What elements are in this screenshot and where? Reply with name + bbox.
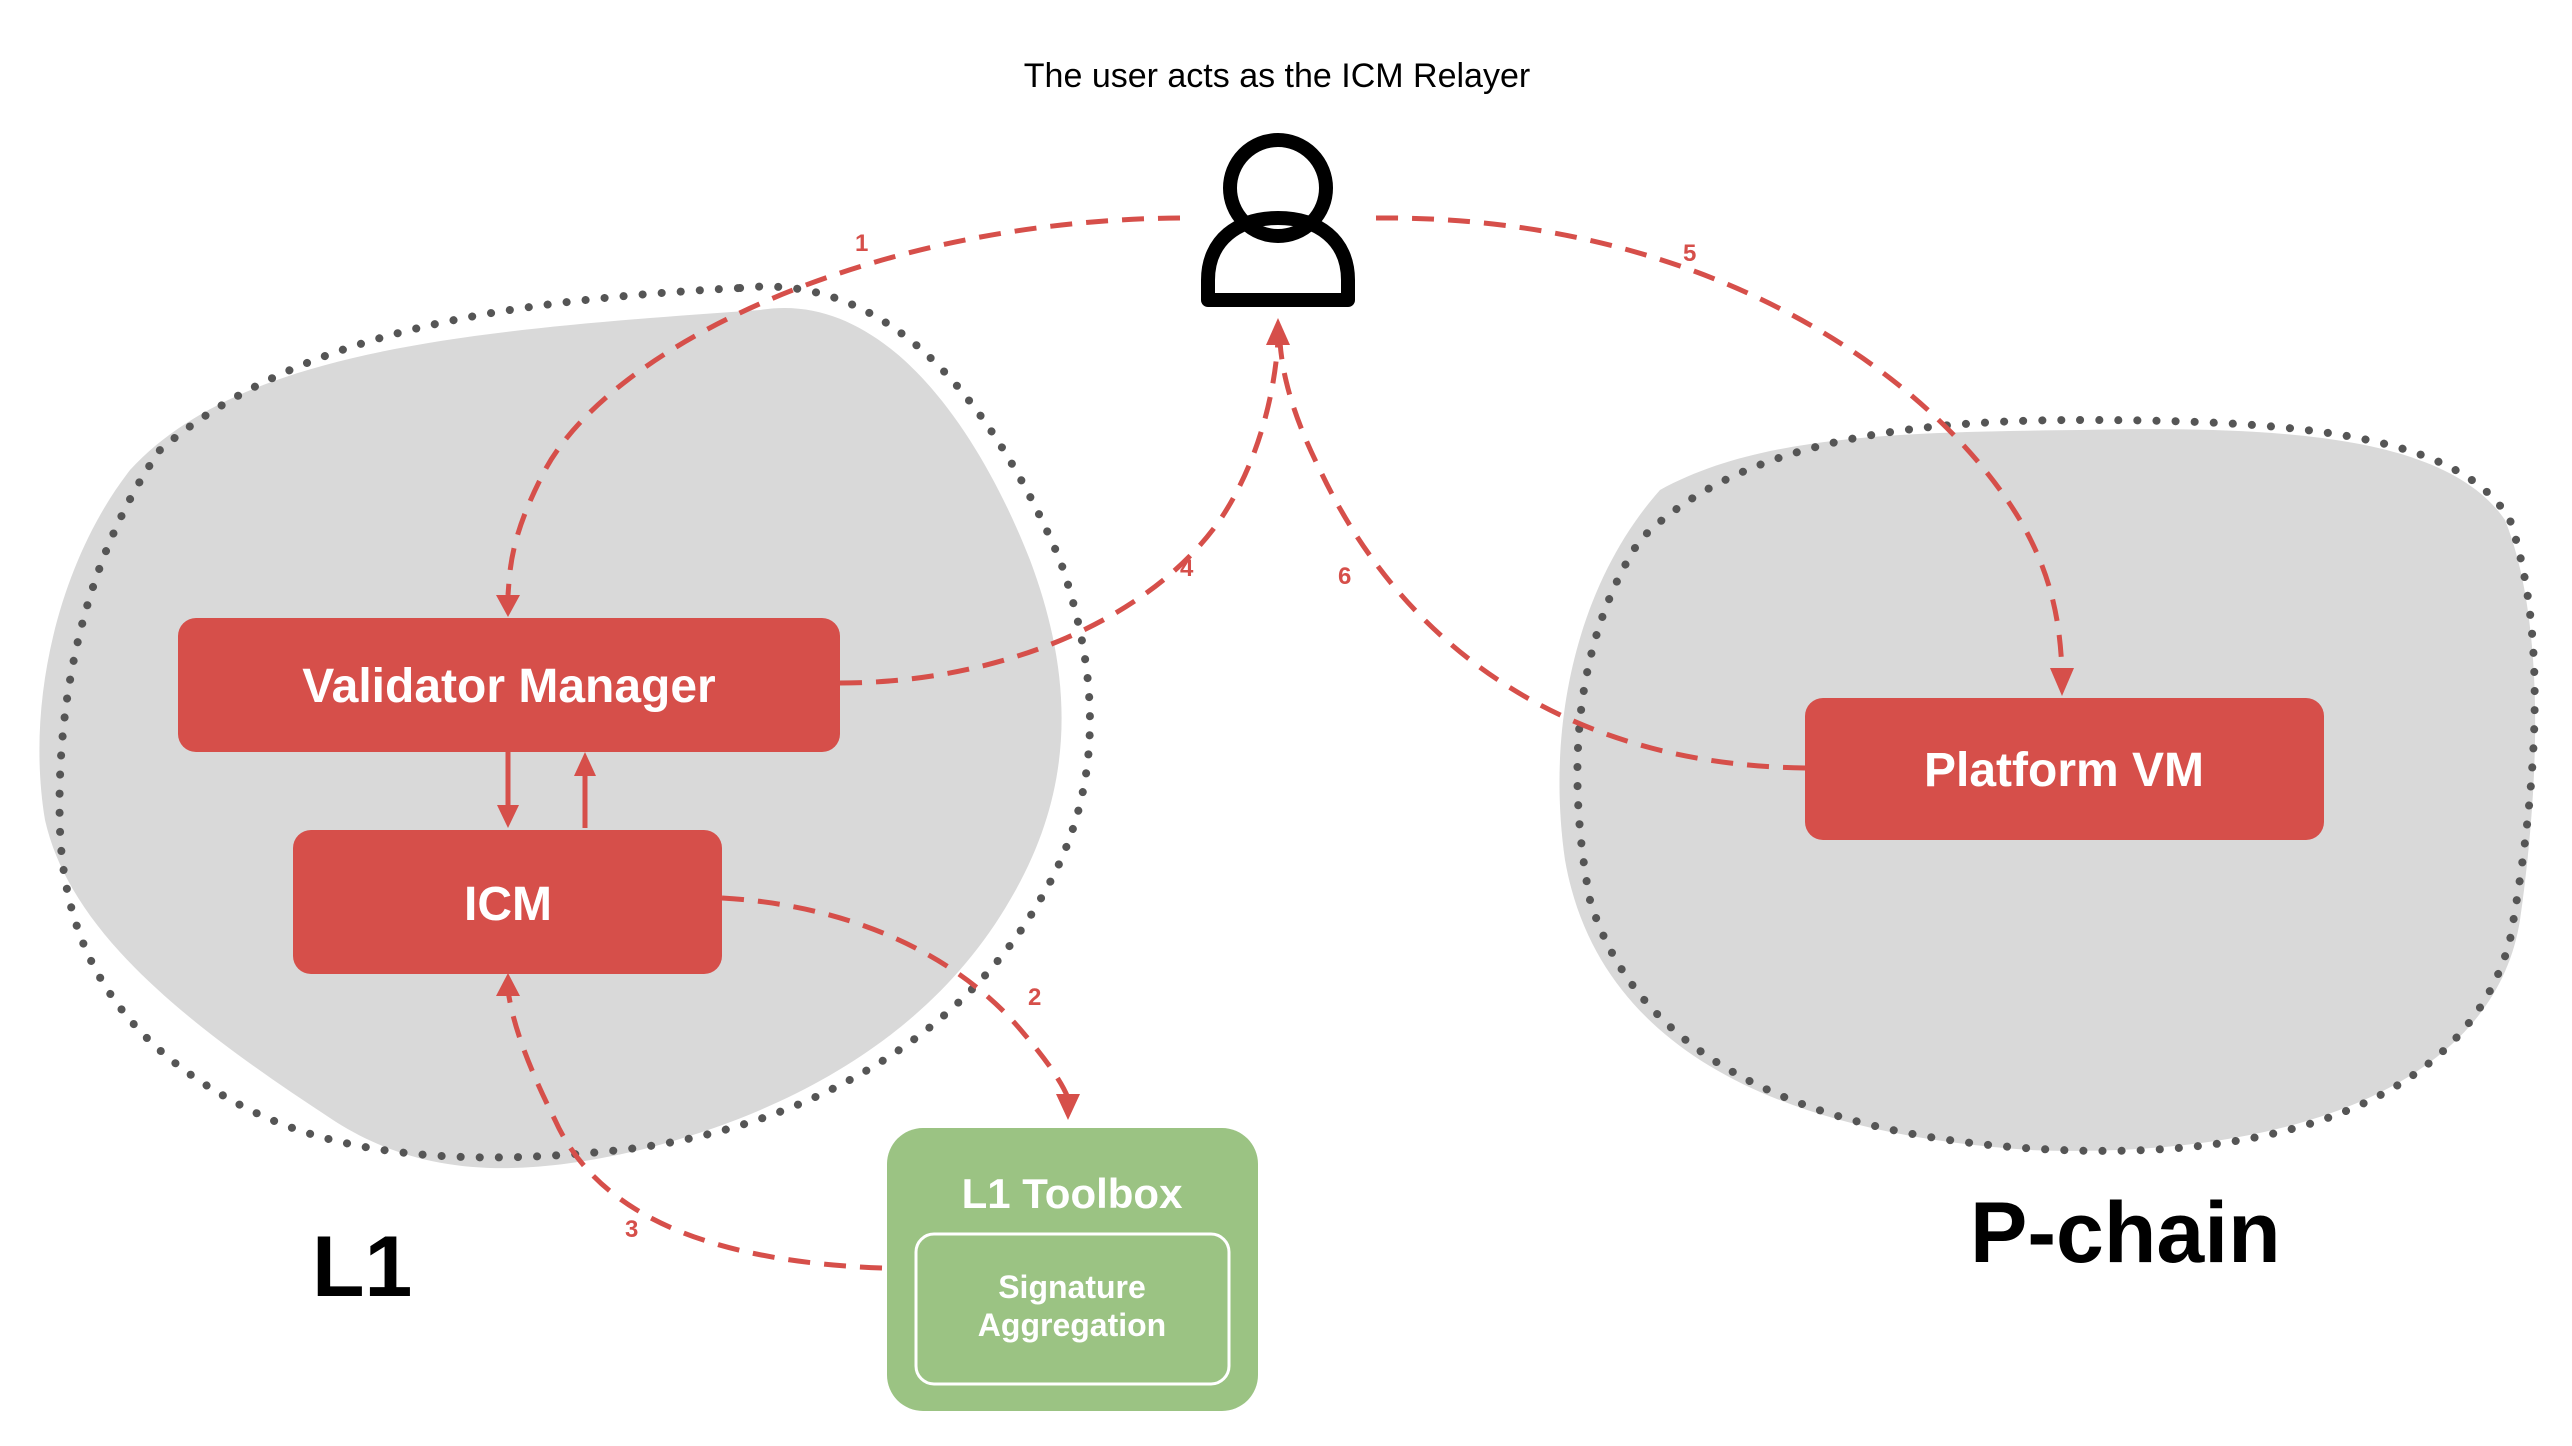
- step-label-5: 5: [1683, 240, 1696, 267]
- arrowhead-step-4: [1266, 318, 1290, 345]
- user-icon: [1201, 133, 1355, 307]
- step-label-1: 1: [855, 230, 868, 257]
- validator-manager-label: Validator Manager: [302, 660, 715, 713]
- signature-aggregation-box: [914, 1232, 1231, 1386]
- region-label-pchain: P-chain: [1970, 1185, 2281, 1281]
- arrowhead-step-3: [496, 973, 520, 996]
- platform-vm-box: Platform VM: [1805, 698, 2324, 840]
- pchain-region-border: [1573, 415, 2539, 1155]
- l1-toolbox-label: L1 Toolbox: [962, 1170, 1184, 1217]
- region-label-l1: L1: [312, 1219, 412, 1315]
- l1-toolbox-box: L1 Toolbox Signature Aggregation: [887, 1128, 1258, 1411]
- arrowhead-step-1: [496, 595, 520, 617]
- flow-step-5: [1375, 215, 2065, 671]
- flow-step-3: [505, 989, 883, 1271]
- arrowhead-icm-to-vm: [574, 752, 596, 776]
- arrowhead-vm-to-icm: [497, 805, 519, 828]
- diagram-caption: The user acts as the ICM Relayer: [1024, 57, 1530, 95]
- platform-vm-label: Platform VM: [1924, 744, 2204, 797]
- signature-aggregation-label-line2: Aggregation: [978, 1307, 1166, 1343]
- flow-step-4: [839, 339, 1281, 686]
- flow-step-2: [721, 895, 1071, 1099]
- l1-region-border: [55, 282, 1094, 1162]
- flow-step-1: [505, 215, 1181, 596]
- icm-label: ICM: [464, 878, 552, 931]
- arrowhead-step-5: [2050, 668, 2074, 696]
- arrowhead-step-2: [1056, 1094, 1080, 1120]
- validator-manager-box: Validator Manager: [178, 618, 840, 752]
- icm-box: ICM: [293, 830, 722, 974]
- step-label-4: 4: [1180, 555, 1194, 582]
- signature-aggregation-label-line1: Signature: [998, 1269, 1146, 1305]
- step-label-3: 3: [625, 1216, 638, 1243]
- step-label-6: 6: [1338, 563, 1351, 590]
- step-label-2: 2: [1028, 984, 1041, 1011]
- flow-step-6: [1277, 341, 1806, 771]
